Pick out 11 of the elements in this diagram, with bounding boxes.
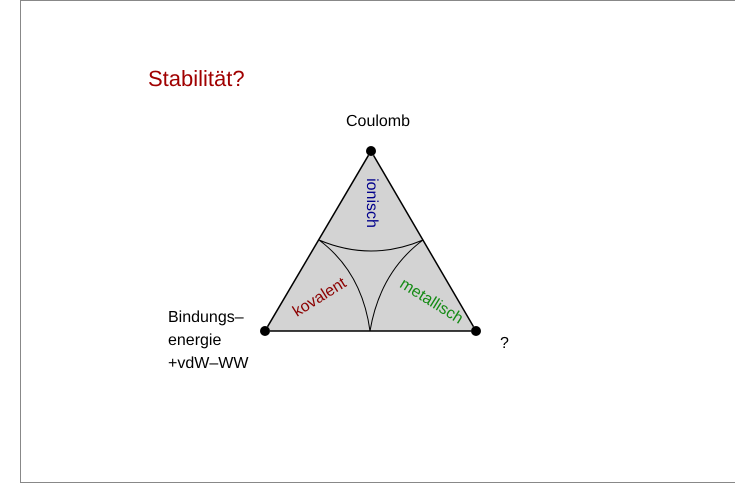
triangle-side	[266, 154, 370, 328]
vertex-label: Bindungs– energie +vdW–WW	[168, 308, 250, 374]
slide-title: Stabilität?	[148, 66, 245, 92]
vertex-label: Coulomb	[344, 112, 412, 132]
region-label: ionisch	[362, 178, 380, 228]
vertex-label: ?	[500, 334, 510, 354]
vertex-dot	[260, 326, 270, 336]
vertex-dot	[366, 146, 376, 156]
vertex-dot	[471, 326, 481, 336]
triangle-side	[270, 330, 471, 332]
triangle-side	[372, 154, 474, 328]
